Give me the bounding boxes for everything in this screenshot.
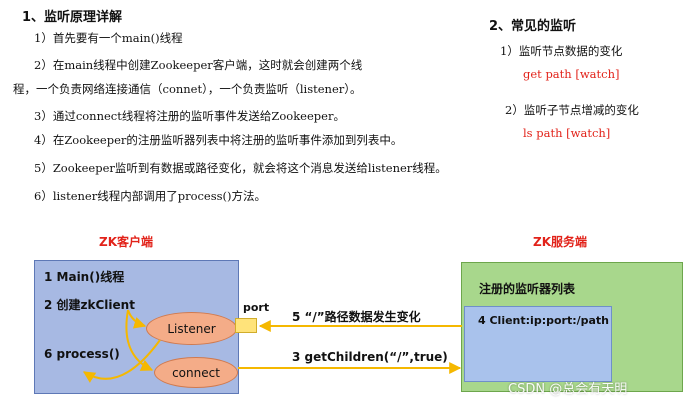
connect-label: connect [172, 365, 220, 380]
watermark: CSDN @总会有天明 [508, 382, 628, 397]
section1-line-4: 3）通过connect线程将注册的监听事件发送给Zookeeper。 [34, 109, 345, 123]
arrow-client-connect [125, 309, 154, 371]
server-entry: 4 Client:ip:port:/path [478, 314, 610, 327]
section2-cmd-1: get path [watch] [523, 67, 620, 81]
section1-title: 1、监听原理详解 [22, 10, 123, 25]
section1-line-2: 2）在main线程中创建Zookeeper客户端，这时就会创建两个线 [34, 58, 363, 72]
section1-line-5: 4）在Zookeeper的注册监听器列表中将注册的监听事件添加到列表中。 [34, 133, 403, 147]
section2-item-2: 2）监听子节点增减的变化 [505, 103, 639, 117]
port-box [235, 318, 257, 333]
arrow-listener-process [82, 339, 161, 383]
arrow-change-label: 5 “/”路径数据发生变化 [292, 310, 421, 324]
server-list-title: 注册的监听器列表 [479, 282, 576, 296]
server-title: ZK服务端 [533, 235, 588, 249]
arrow-getchildren-label: 3 getChildren(“/”,true) [292, 350, 448, 364]
port-label: port [243, 301, 270, 314]
client-item-main: 1 Main()线程 [44, 270, 125, 284]
arrow-client-listener [127, 309, 147, 329]
client-item-process: 6 process() [44, 347, 120, 361]
connect-thread: connect [154, 357, 238, 388]
section1-line-7: 6）listener线程内部调用了process()方法。 [34, 189, 267, 203]
listener-label: Listener [167, 321, 216, 336]
client-title: ZK客户端 [99, 235, 154, 249]
client-item-create: 2 创建zkClient [44, 298, 135, 312]
section1-line-3: 程，一个负责网络连接通信（connet），一个负责监听（listener）。 [13, 82, 362, 96]
section2-title: 2、常见的监听 [489, 19, 577, 34]
server-listener-list [464, 306, 612, 382]
section1-line-6: 5）Zookeeper监听到有数据或路径变化，就会将这个消息发送给listene… [34, 161, 447, 175]
section2-item-1: 1）监听节点数据的变化 [500, 44, 623, 58]
section2-cmd-2: ls path [watch] [523, 126, 611, 140]
section1-line-1: 1）首先要有一个main()线程 [34, 31, 183, 45]
